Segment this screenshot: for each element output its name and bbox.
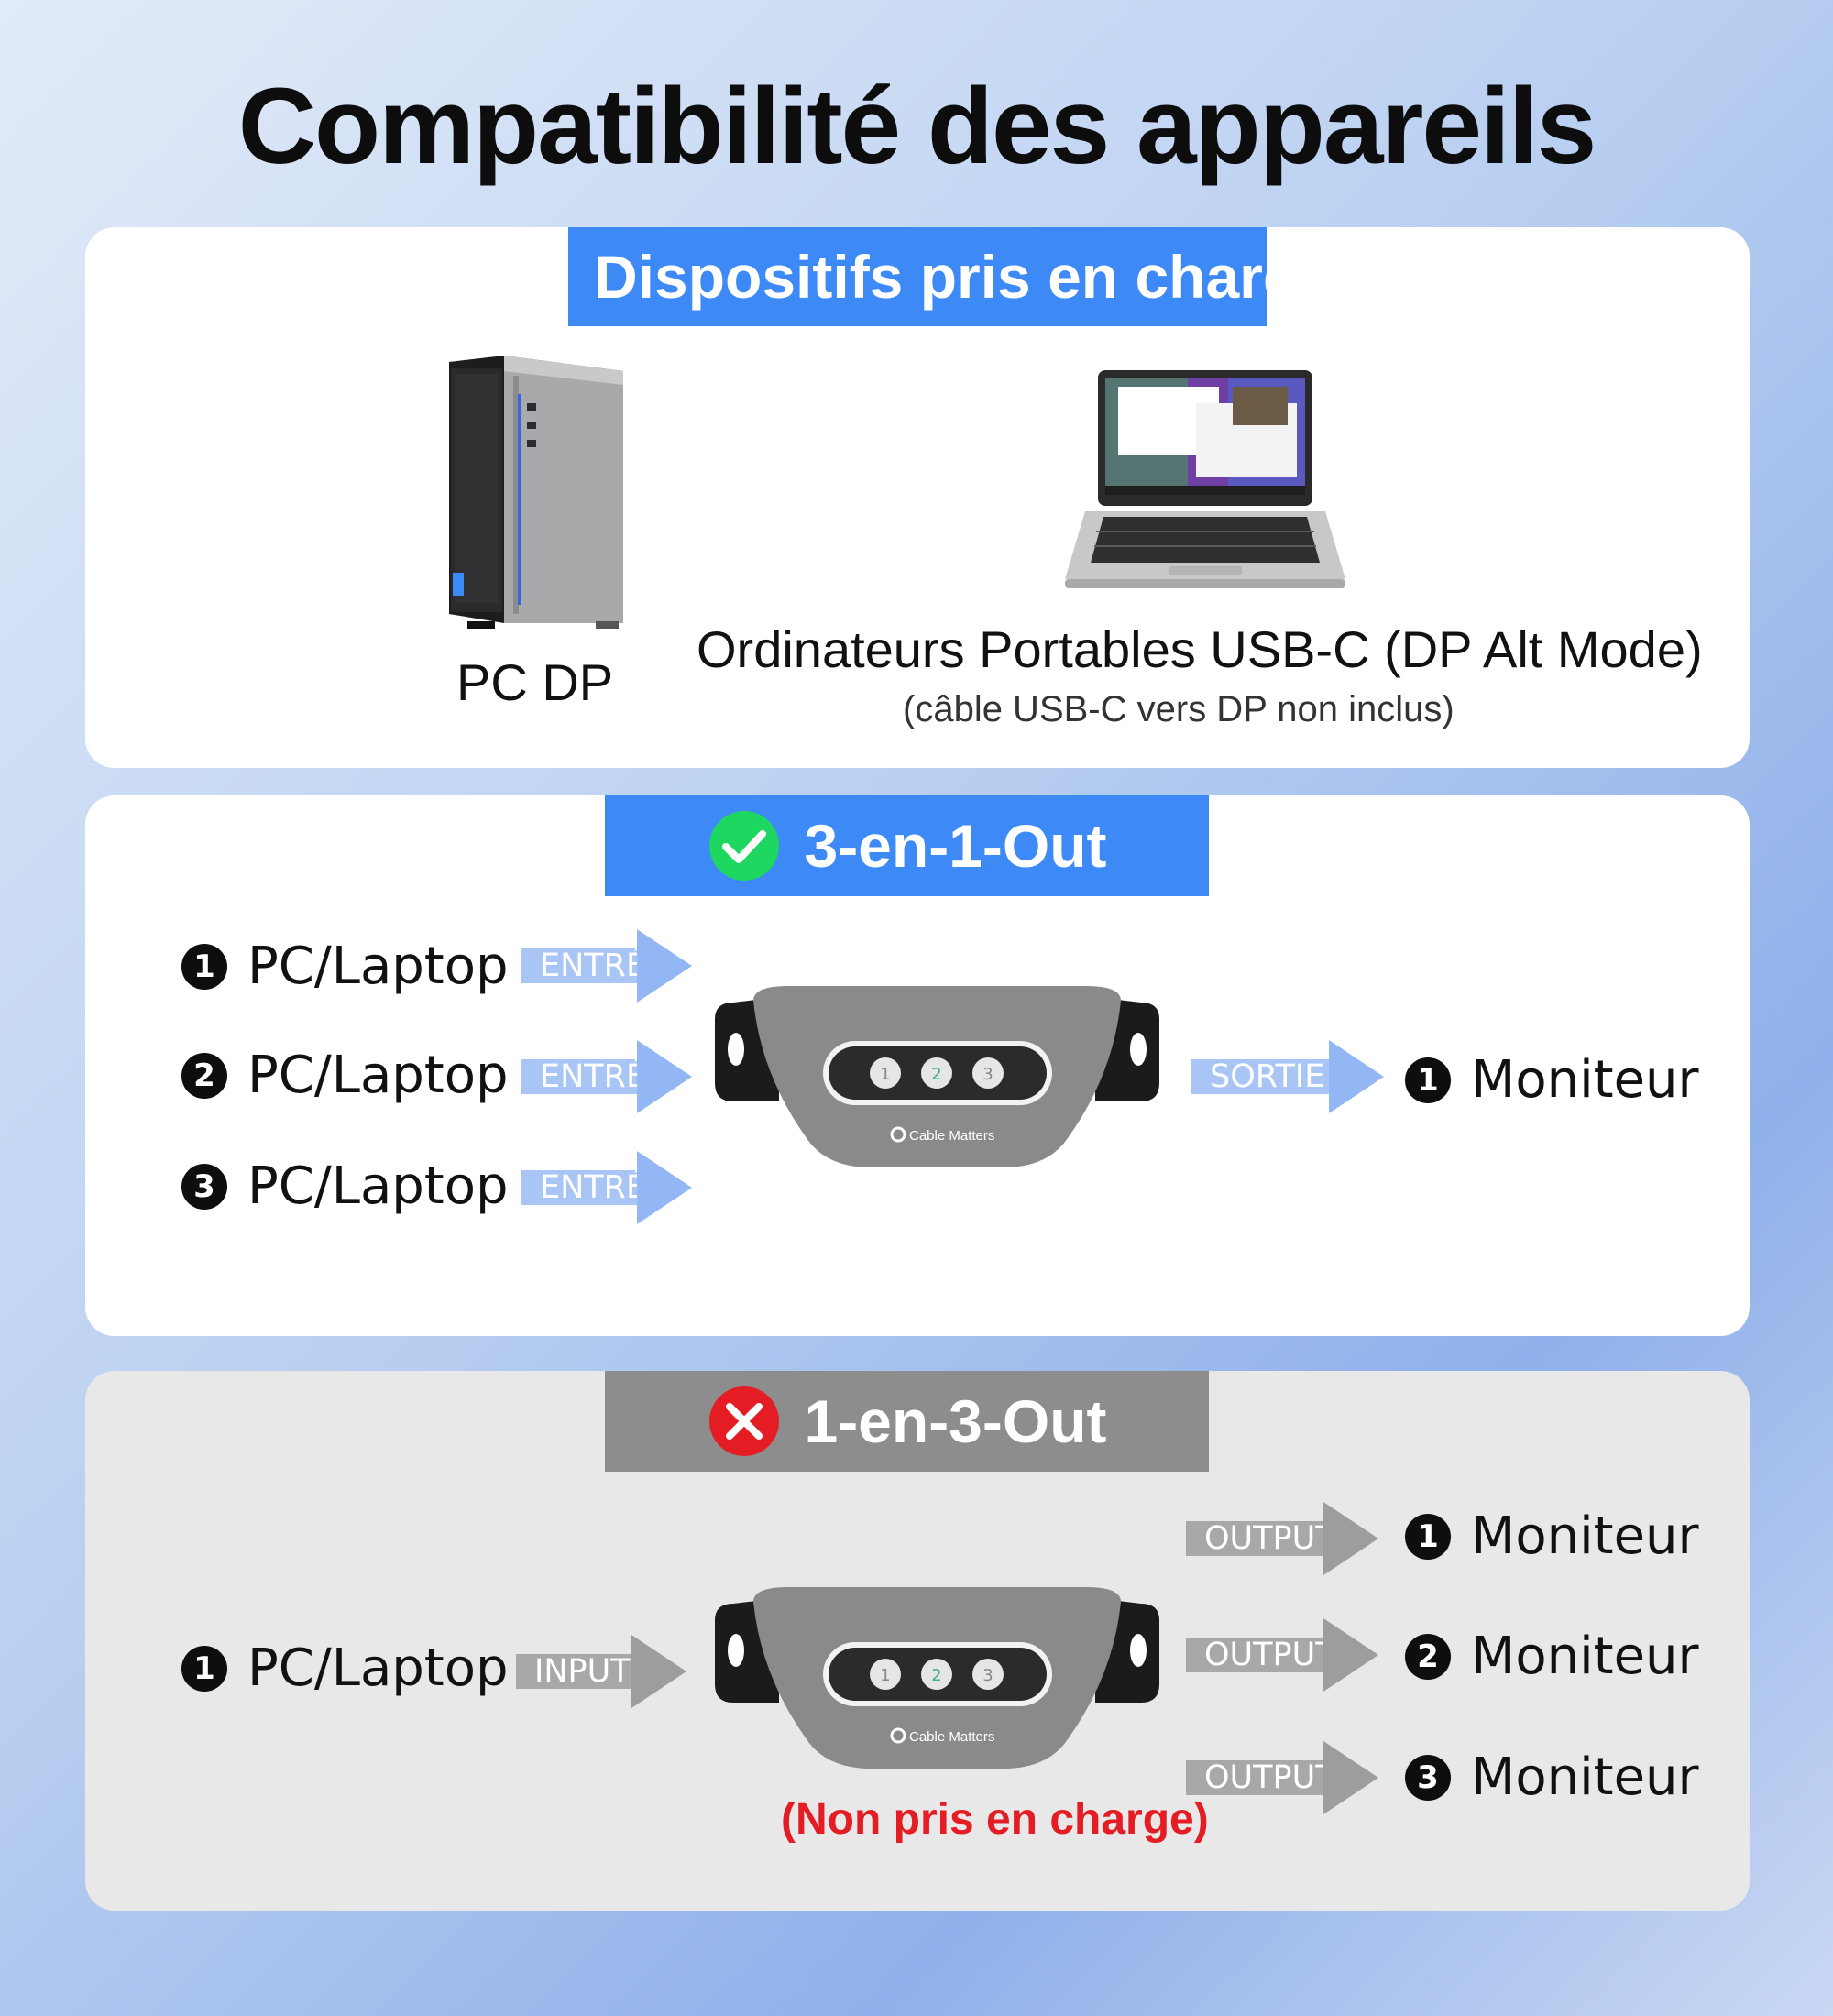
output-label: Moniteur <box>1471 1748 1699 1807</box>
output-label: Moniteur <box>1471 1050 1699 1110</box>
input-arrow-label: ENTRÉE <box>521 948 666 984</box>
output-row: 1 Moniteur <box>1405 1050 1699 1110</box>
one-in-three-out-label: 1-en-3-Out <box>804 1387 1107 1455</box>
svg-text:2: 2 <box>931 1666 941 1685</box>
svg-text:1: 1 <box>880 1666 890 1685</box>
output-row-3: 3 Moniteur <box>1405 1748 1699 1807</box>
svg-text:3: 3 <box>982 1065 993 1084</box>
input-arrow-1: ENTRÉE <box>521 929 692 1003</box>
number-badge: 3 <box>181 1163 227 1210</box>
input-arrow-label: INPUT <box>516 1653 631 1690</box>
number-badge: 1 <box>1405 1057 1451 1103</box>
svg-text:3: 3 <box>982 1666 993 1685</box>
output-arrow-3: OUTPUT <box>1186 1741 1378 1814</box>
pc-dp-label: PC DP <box>456 653 614 711</box>
svg-text:2: 2 <box>931 1065 941 1084</box>
three-in-one-out-label: 3-en-1-Out <box>804 812 1107 880</box>
input-row-3: 3 PC/Laptop <box>181 1156 509 1216</box>
number-badge: 1 <box>181 943 227 990</box>
number-badge: 3 <box>1405 1754 1451 1801</box>
input-row-1: 1 PC/Laptop <box>181 937 509 996</box>
check-icon <box>708 811 779 881</box>
input-label: PC/Laptop <box>247 1638 509 1698</box>
output-arrow-label: OUTPUT <box>1186 1759 1335 1796</box>
output-label: Moniteur <box>1471 1507 1699 1566</box>
laptop-note: (câble USB-C vers DP non inclus) <box>903 689 1454 729</box>
output-arrow-label: SORTIE <box>1191 1058 1329 1095</box>
laptop-label: Ordinateurs Portables USB-C (DP Alt Mode… <box>697 620 1703 678</box>
not-supported-note: (Non pris en charge) <box>781 1795 1209 1844</box>
output-row-1: 1 Moniteur <box>1405 1507 1699 1566</box>
output-arrow-label: OUTPUT <box>1186 1637 1335 1673</box>
output-arrow: SORTIE <box>1191 1040 1384 1113</box>
number-badge: 1 <box>1405 1513 1451 1560</box>
input-label: PC/Laptop <box>247 937 509 996</box>
number-badge: 2 <box>181 1052 227 1099</box>
input-arrow-label: ENTRÉE <box>521 1058 666 1095</box>
svg-text:Cable Matters: Cable Matters <box>909 1128 994 1144</box>
input-row-2: 2 PC/Laptop <box>181 1046 509 1105</box>
input-arrow-2: ENTRÉE <box>521 1040 692 1113</box>
supported-devices-banner-label: Dispositifs pris en charg <box>594 243 1267 311</box>
desktop-pc-image <box>449 356 623 629</box>
supported-devices-banner: Dispositifs pris en charg <box>568 227 1267 326</box>
one-in-three-out-banner: 1-en-3-Out <box>605 1371 1209 1472</box>
input-label: PC/Laptop <box>247 1046 509 1105</box>
svg-text:1: 1 <box>880 1065 890 1084</box>
svg-text:Cable Matters: Cable Matters <box>909 1729 994 1745</box>
output-label: Moniteur <box>1471 1627 1699 1686</box>
input-arrow-label: ENTRÉE <box>521 1169 666 1206</box>
output-row-2: 2 Moniteur <box>1405 1627 1699 1686</box>
output-arrow-label: OUTPUT <box>1186 1520 1335 1557</box>
output-arrow-1: OUTPUT <box>1186 1502 1378 1575</box>
input-arrow: INPUT <box>516 1635 686 1708</box>
input-arrow-3: ENTRÉE <box>521 1151 692 1224</box>
number-badge: 1 <box>181 1645 227 1692</box>
single-input-row: 1 PC/Laptop <box>181 1638 509 1698</box>
output-arrow-2: OUTPUT <box>1186 1618 1378 1692</box>
laptop-image <box>1065 370 1345 588</box>
kvm-switch-image: 1 2 3 Cable Matters <box>715 1587 1159 1769</box>
number-badge: 2 <box>1405 1633 1451 1680</box>
three-in-one-out-banner: 3-en-1-Out <box>605 795 1209 896</box>
page-title: Compatibilité des appareils <box>237 66 1597 187</box>
kvm-switch-image: 1 2 3 Cable Matters <box>715 986 1159 1167</box>
cross-icon <box>708 1386 779 1456</box>
input-label: PC/Laptop <box>247 1156 509 1216</box>
